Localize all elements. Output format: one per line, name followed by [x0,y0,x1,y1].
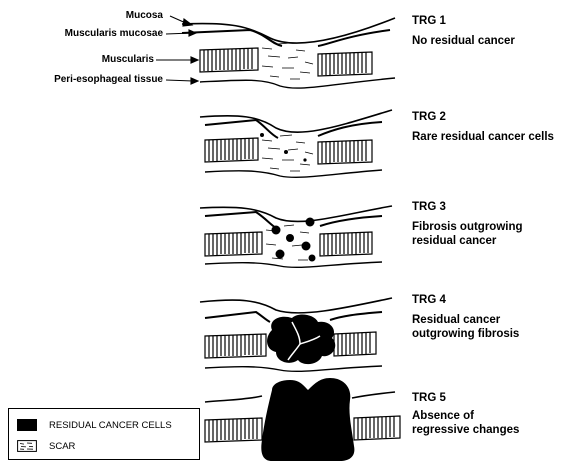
trg3-cancer-cluster [272,226,281,235]
trg1-tissue-section [182,18,395,88]
trg4-description-line2: outgrowing fibrosis [412,327,519,341]
trg4-title: TRG 4 [412,293,519,307]
trg3-text: TRG 3 Fibrosis outgrowing residual cance… [412,200,523,248]
label-muscularis-mucosae: Muscularis mucosae [65,28,163,40]
trg1-peri-esophageal-line [200,78,395,88]
legend-item-residual-cancer: RESIDUAL CANCER CELLS [17,419,172,431]
trg5-cancer-mass [261,378,354,461]
trg1-mucosa-line [182,18,395,43]
legend-item-scar: SCAR [17,440,75,452]
trg2-text: TRG 2 Rare residual cancer cells [412,110,554,144]
trg5-text: TRG 5 Absence of regressive changes [412,391,519,437]
trg2-scar [260,133,313,171]
legend-label-residual-cancer: RESIDUAL CANCER CELLS [49,420,172,431]
label-muscularis: Muscularis [102,54,154,66]
label-mucosa: Mucosa [126,10,163,22]
trg1-muscularis-band [200,48,372,76]
trg1-muscularis-mucosae-line [182,30,282,46]
trg4-description-line1: Residual cancer [412,313,519,327]
trg2-description: Rare residual cancer cells [412,130,554,144]
trg1-description: No residual cancer [412,34,515,48]
trg2-tissue-section [200,110,392,177]
trg4-tissue-section [200,298,392,371]
trg3-title: TRG 3 [412,200,523,214]
trg5-tissue-section [205,378,400,461]
trg1-text: TRG 1 No residual cancer [412,14,515,48]
trg5-description-line2: regressive changes [412,423,519,437]
trg4-cancer-mass [267,315,335,365]
trg3-tissue-section [200,206,392,267]
trg4-text: TRG 4 Residual cancer outgrowing fibrosi… [412,293,519,341]
trg1-title: TRG 1 [412,14,515,28]
trg3-description-line2: residual cancer [412,234,523,248]
trg3-description-line1: Fibrosis outgrowing [412,220,523,234]
legend-label-scar: SCAR [49,441,75,452]
legend-hatch-swatch [17,440,37,452]
trg5-title: TRG 5 [412,391,519,405]
trg1-scar [262,43,313,79]
trg3-scar [266,218,316,262]
label-peri-esophageal-tissue: Peri-esophageal tissue [54,74,163,86]
trg2-title: TRG 2 [412,110,554,124]
legend-solid-swatch [17,419,37,431]
trg5-description-line1: Absence of [412,409,519,423]
legend: RESIDUAL CANCER CELLS SCAR [8,408,200,460]
